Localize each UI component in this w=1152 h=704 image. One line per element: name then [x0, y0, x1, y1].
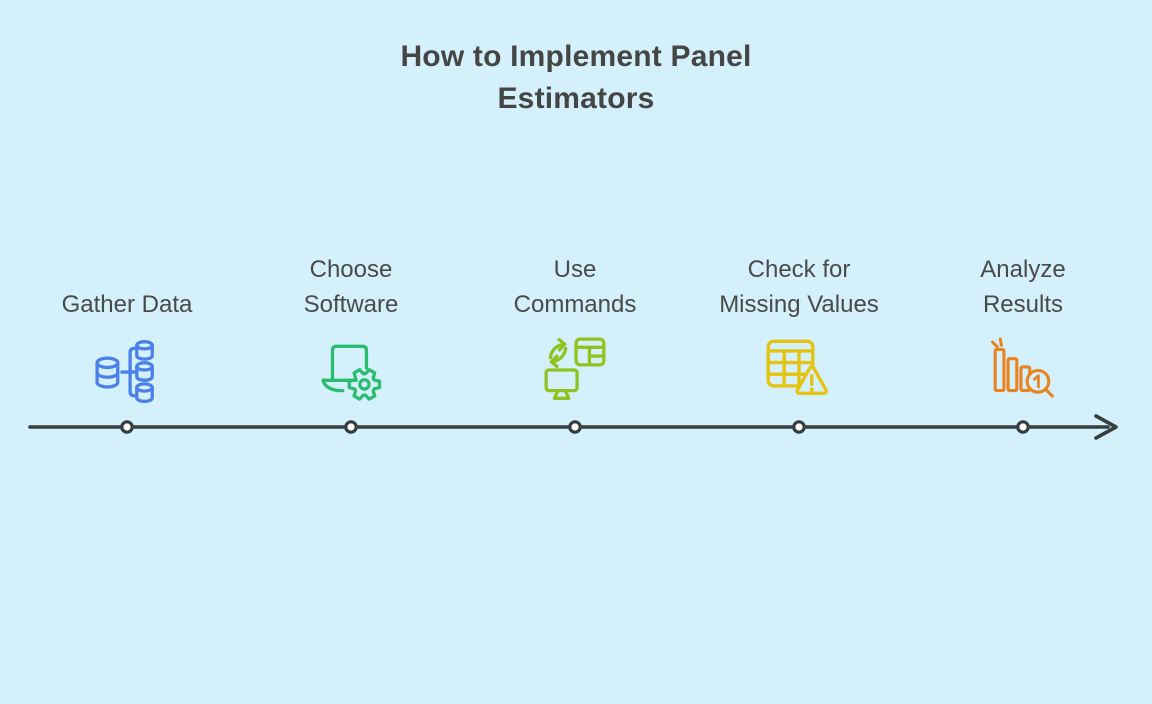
step-choose-software: Choose Software: [241, 240, 461, 416]
step-check-missing-values: Check for Missing Values: [689, 240, 909, 416]
step-gather-data: Gather Data: [17, 240, 237, 416]
step-label: Choose Software: [303, 256, 399, 318]
data-merge-icon: [94, 322, 160, 416]
timeline-arrow-icon: [1094, 414, 1118, 440]
timeline-node-2: [344, 420, 358, 434]
step-analyze-results: Analyze Results: [913, 240, 1133, 416]
step-label: Use Commands: [513, 256, 637, 318]
timeline-node-4: [792, 420, 806, 434]
step-use-commands: Use Commands: [465, 240, 685, 416]
step-label: Analyze Results: [980, 256, 1066, 318]
bar-chart-magnifier-icon: [990, 322, 1056, 416]
page-title: How to Implement Panel Estimators: [400, 40, 752, 115]
sync-table-monitor-icon: [542, 322, 608, 416]
timeline-node-1: [120, 420, 134, 434]
table-warning-icon: [764, 322, 834, 416]
laptop-gear-icon: [318, 322, 384, 416]
magnifier-badge-one: [1032, 374, 1040, 389]
timeline-node-5: [1016, 420, 1030, 434]
step-label: Gather Data: [61, 291, 193, 318]
timeline: [28, 414, 1118, 440]
step-label: Check for Missing Values: [719, 256, 879, 318]
timeline-node-3: [568, 420, 582, 434]
